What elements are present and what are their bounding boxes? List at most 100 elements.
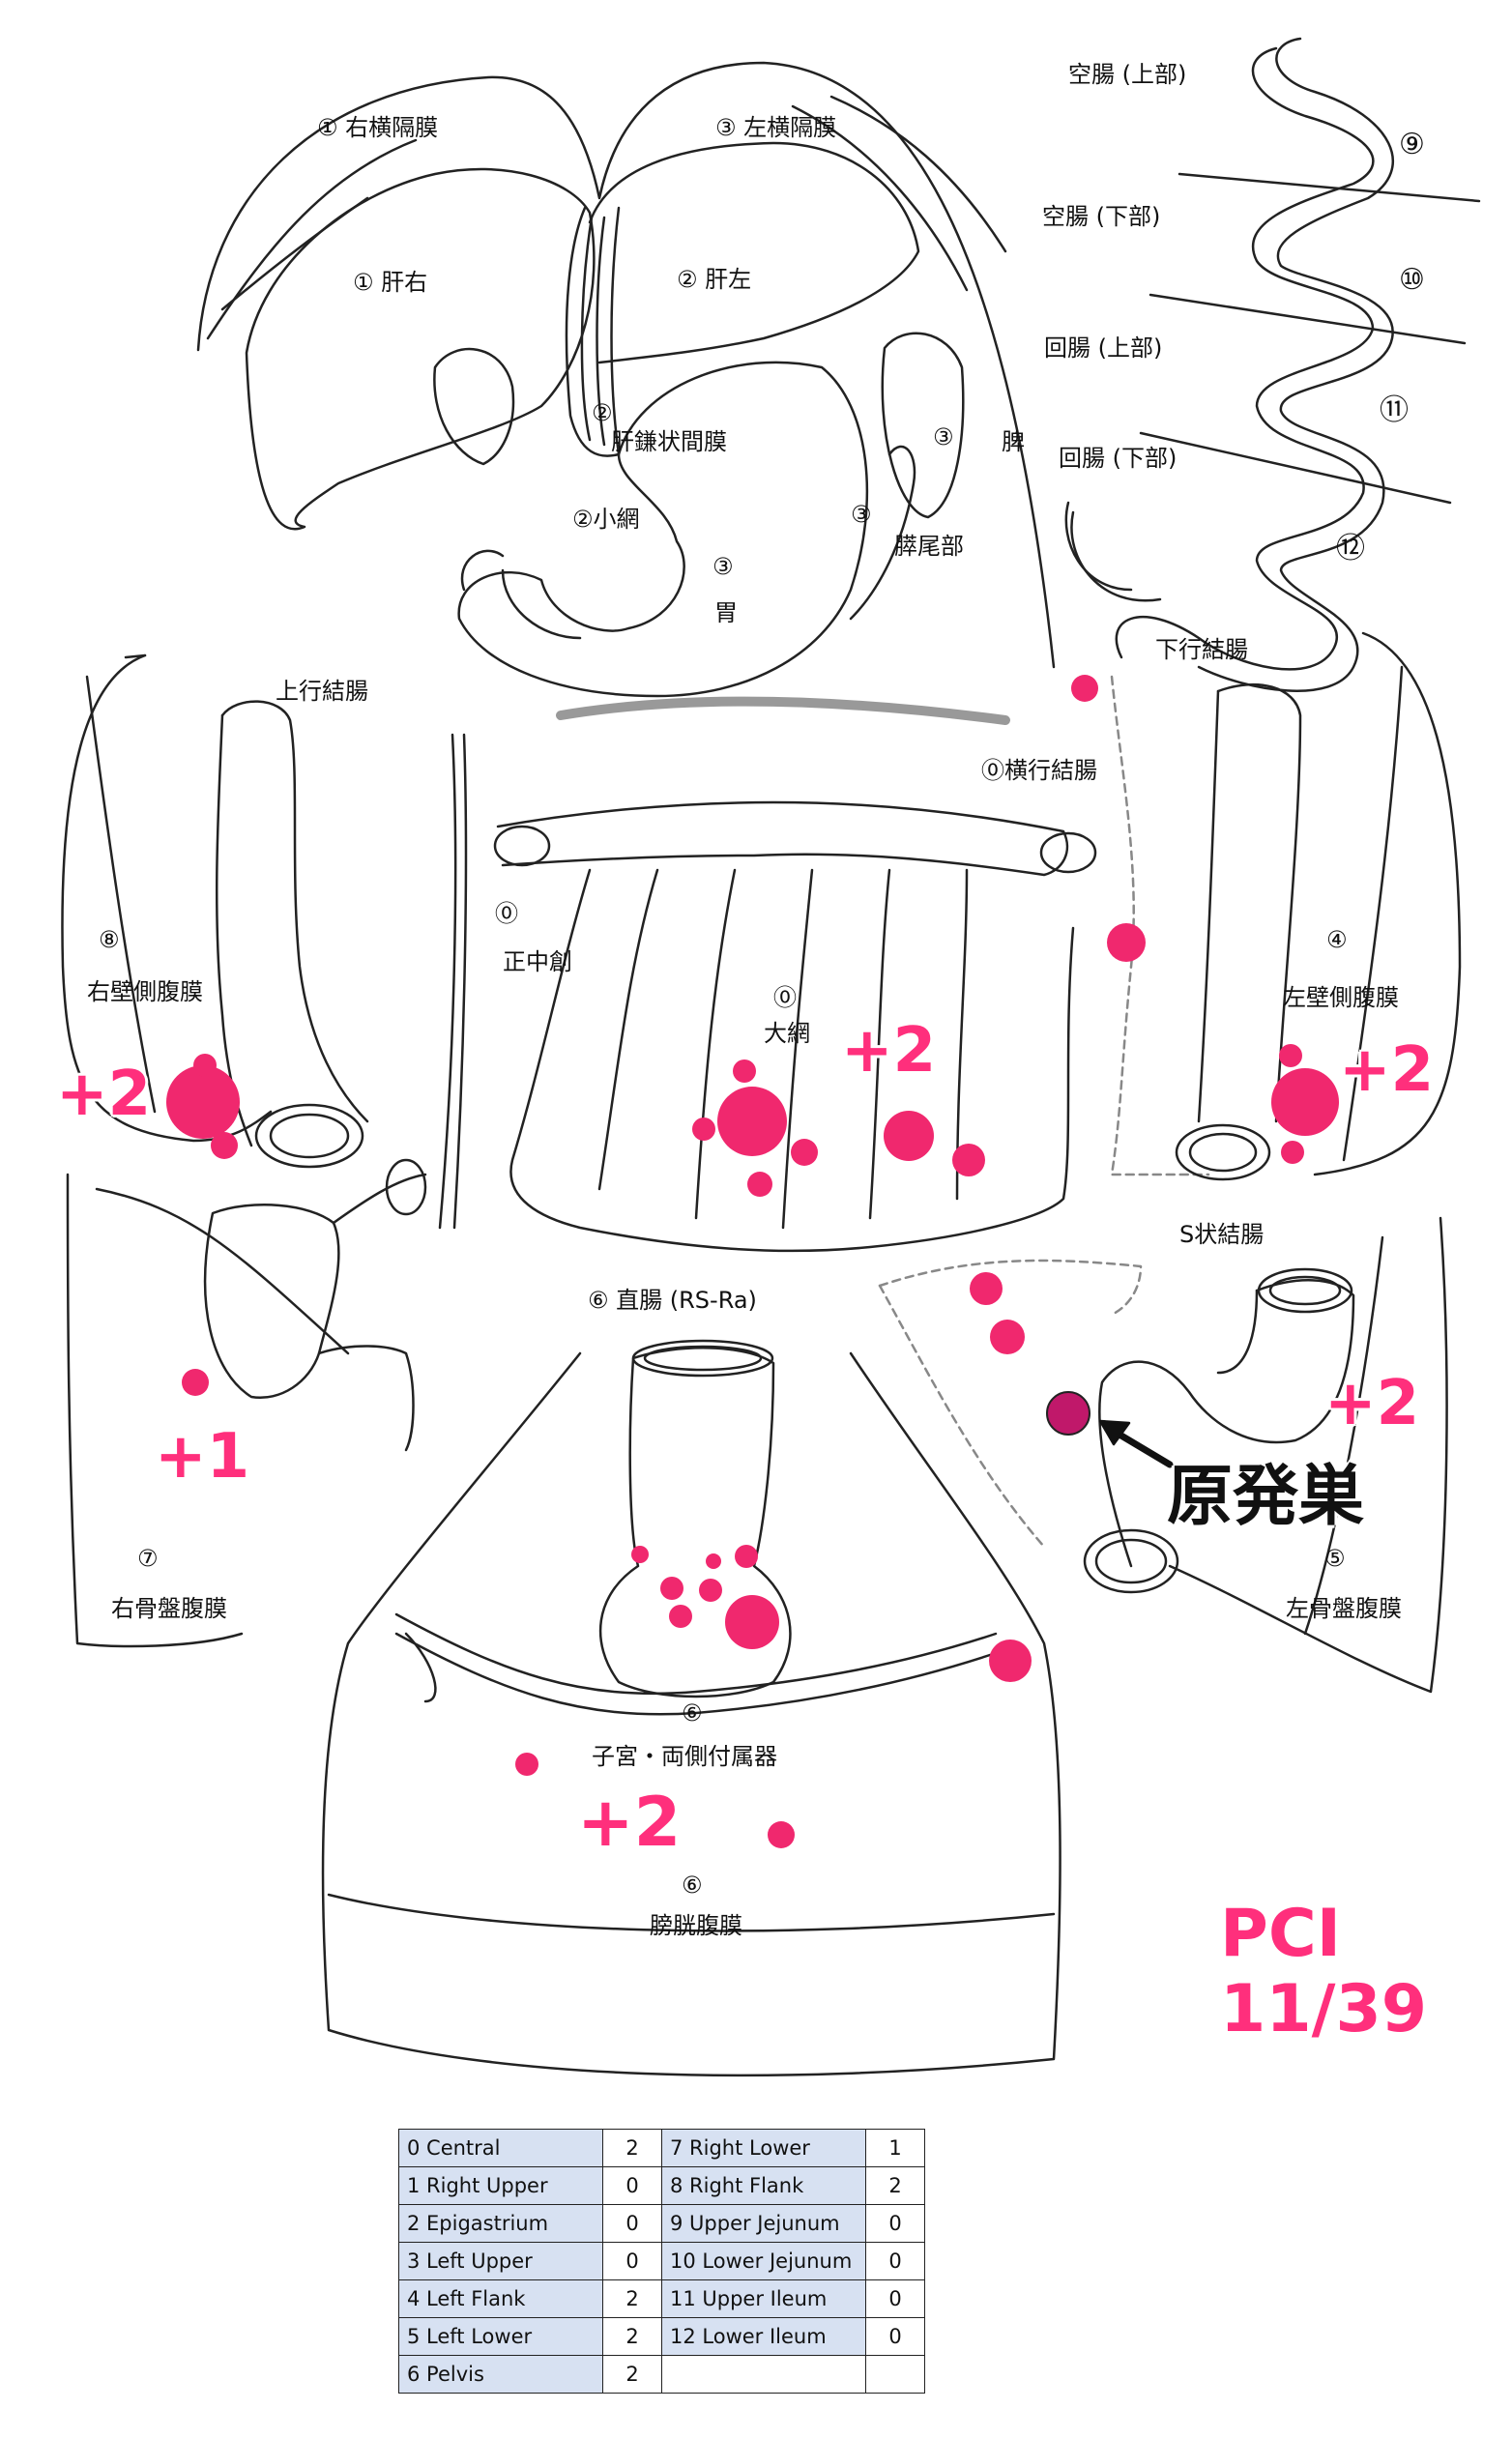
region-score-cell: 0	[602, 2204, 662, 2243]
lesion-dot	[735, 1545, 758, 1568]
lesion-dot	[166, 1065, 240, 1139]
lesion-dot	[515, 1753, 538, 1776]
ileum-lower-label: 回腸 (下部)	[1059, 445, 1178, 472]
midline-number: ⓪	[495, 900, 518, 927]
falciform-ligament	[565, 206, 621, 457]
right-lower-wall	[66, 1173, 244, 1648]
score-right-flank: +2	[56, 1059, 152, 1130]
region-name-cell: 3 Left Upper	[398, 2242, 603, 2280]
liver-left	[588, 141, 920, 364]
region-score-cell: 0	[865, 2242, 925, 2280]
lesion-dot	[768, 1821, 795, 1848]
sigmoid-label: S状結腸	[1179, 1221, 1265, 1248]
cecum	[203, 1204, 340, 1400]
region-10-marker: ⑩	[1399, 263, 1425, 297]
right-pelvis-number: ⑦	[137, 1545, 159, 1572]
lesion-dot	[692, 1117, 715, 1141]
lesion-dot	[989, 1640, 1032, 1682]
region-score-cell	[865, 2355, 925, 2394]
lesion-dot	[1279, 1044, 1302, 1067]
region-name-cell: 10 Lower Jejunum	[661, 2242, 866, 2280]
stomach-number: ③	[712, 553, 734, 580]
lesion-dot	[791, 1139, 818, 1166]
right-flank-number: ⑧	[99, 926, 120, 953]
lesion-dot	[631, 1546, 649, 1563]
region-score-cell: 0	[865, 2317, 925, 2356]
falciform-label: 肝鎌状間膜	[611, 428, 727, 455]
region-score-cell: 2	[865, 2166, 925, 2205]
region-score-cell: 0	[602, 2242, 662, 2280]
greater-omentum-number: ⓪	[773, 984, 797, 1011]
lesion-dot	[699, 1579, 722, 1602]
descending-colon-region	[1110, 675, 1210, 1176]
region-score-cell: 0	[865, 2279, 925, 2318]
lesion-dot	[990, 1320, 1025, 1354]
jejunum-lower-label: 空腸 (下部)	[1042, 203, 1161, 230]
left-pelvis-number: ⑤	[1324, 1545, 1346, 1572]
sigmoid-region	[878, 1259, 1143, 1317]
region-score-cell: 2	[602, 2279, 662, 2318]
lesion-dot	[211, 1132, 238, 1159]
bladder-number: ⑥	[682, 1872, 703, 1899]
bladder-label: 膀胱腹膜	[650, 1912, 742, 1939]
lesion-dot	[717, 1087, 787, 1156]
pancreas-number: ③	[851, 501, 872, 528]
region-12-marker: ⑫	[1336, 532, 1365, 566]
gallbladder	[433, 347, 515, 466]
score-omentum: +2	[841, 1015, 937, 1087]
region-score-cell: 0	[602, 2166, 662, 2205]
left-flank-number: ④	[1326, 926, 1348, 953]
region-score-cell: 1	[865, 2129, 925, 2167]
lesion-dot	[182, 1369, 209, 1396]
uterus-label: 子宮・両側付属器	[592, 1743, 777, 1770]
liver-left-label: ② 肝左	[677, 266, 752, 293]
ascending-colon-label: 上行結腸	[276, 678, 368, 705]
rectum-label: ⑥ 直腸 (RS-Ra)	[588, 1287, 757, 1314]
region-name-cell: 5 Left Lower	[398, 2317, 603, 2356]
lesion-dot	[1071, 675, 1098, 702]
region-name-cell: 11 Upper Ileum	[661, 2279, 866, 2318]
region-9-marker: ⑨	[1399, 128, 1425, 161]
spleen-label: 脾	[1002, 428, 1025, 455]
pancreas-tail	[849, 445, 916, 621]
ascending-colon	[220, 700, 369, 1123]
region-11-marker: ⑪	[1380, 393, 1409, 427]
pci-summary: PCI 11/39	[1220, 1896, 1427, 2047]
region-score-cell: 2	[602, 2355, 662, 2394]
region-name-cell: 4 Left Flank	[398, 2279, 603, 2318]
region-score-cell: 2	[602, 2317, 662, 2356]
score-left-flank: +2	[1339, 1034, 1435, 1106]
diaphragm-dome	[196, 61, 1056, 669]
region-name-cell: 7 Right Lower	[661, 2129, 866, 2167]
left-diaphragm-label: ③ 左横隔膜	[715, 114, 837, 141]
lesion-dot	[1281, 1141, 1304, 1164]
left-lower-wall	[1168, 1216, 1448, 1694]
lesion-dot	[1107, 923, 1146, 962]
region-name-cell: 12 Lower Ileum	[661, 2317, 866, 2356]
lesion-dot	[952, 1144, 985, 1176]
right-pelvis-label: 右骨盤腹膜	[111, 1595, 227, 1622]
region-name-cell	[661, 2355, 866, 2394]
transverse-colon-label: ⓪横行結腸	[981, 757, 1097, 784]
score-pelvis: +2	[577, 1783, 682, 1862]
stomach-label: 胃	[714, 599, 738, 626]
ileum-upper-label: 回腸 (上部)	[1044, 334, 1163, 362]
pancreas-label: 膵尾部	[894, 533, 964, 560]
primary-tumor-label: 原発巣	[1167, 1459, 1365, 1535]
right-diaphragm-label: ① 右横隔膜	[317, 114, 439, 141]
descending-colon-label: 下行結腸	[1155, 636, 1248, 663]
small-intestine	[1115, 46, 1375, 671]
left-flank-label: 左壁側腹膜	[1283, 984, 1399, 1011]
transverse-colon	[496, 800, 1069, 877]
region-name-cell: 8 Right Flank	[661, 2166, 866, 2205]
lesion-dot	[669, 1605, 692, 1628]
region-name-cell: 9 Upper Jejunum	[661, 2204, 866, 2243]
score-left-lower: +2	[1324, 1368, 1420, 1439]
lesion-dot	[970, 1272, 1003, 1305]
